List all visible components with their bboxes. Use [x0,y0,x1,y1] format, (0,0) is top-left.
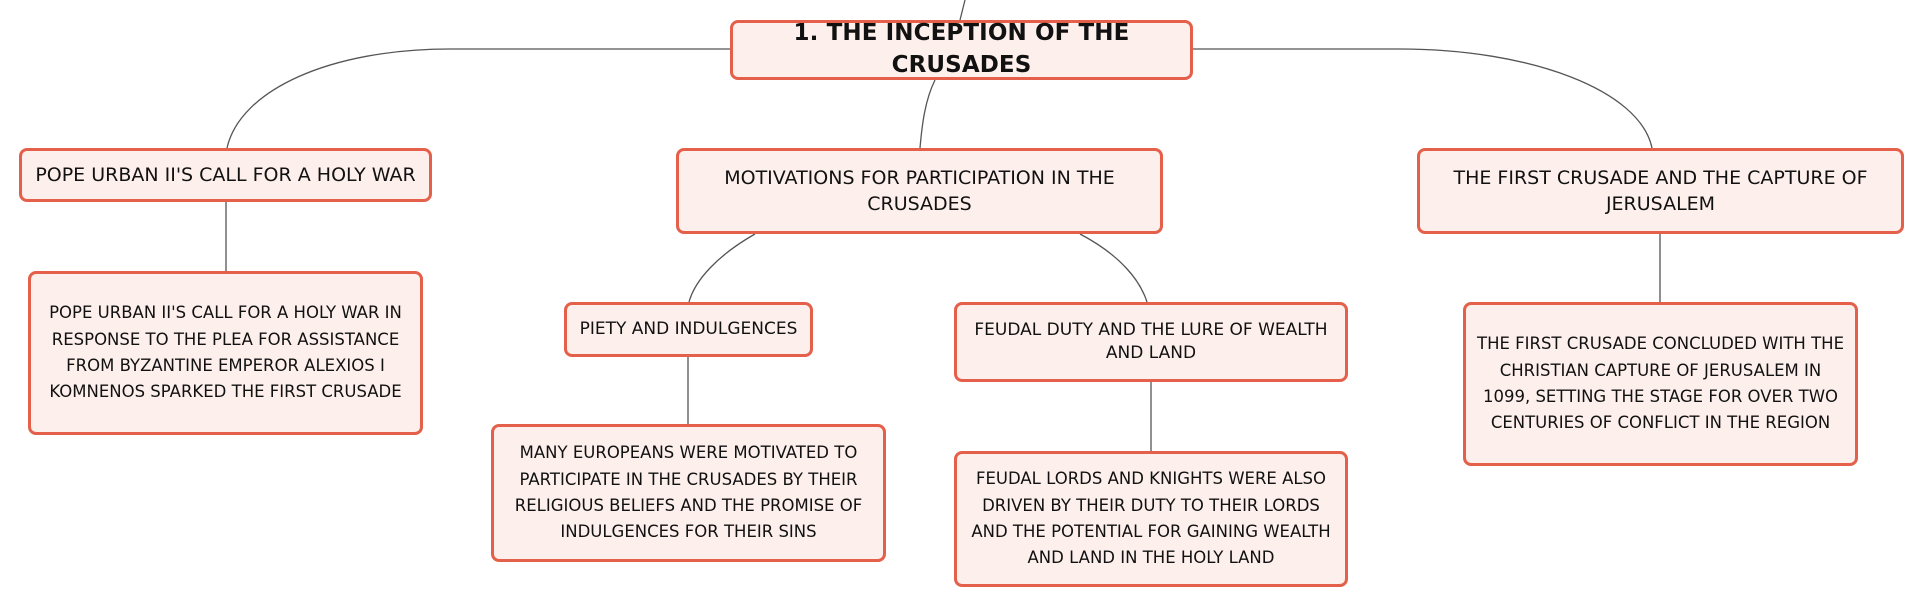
connector-root-to-pope [226,48,730,149]
connector-root-to-motivations [919,79,936,149]
topic-first-crusade[interactable]: THE FIRST CRUSADE AND THE CAPTURE OF JER… [1417,148,1904,234]
subtopic-piety-indulgences[interactable]: PIETY AND INDULGENCES [564,302,813,357]
detail-text: FEUDAL LORDS AND KNIGHTS WERE ALSO DRIVE… [971,469,1331,568]
connector-motivations-to-piety [688,233,756,303]
connector-root-to-first-crusade [1193,48,1653,149]
subtopic-label: FEUDAL DUTY AND THE LURE OF WEALTH AND L… [974,319,1328,363]
detail-feudal-duty[interactable]: FEUDAL LORDS AND KNIGHTS WERE ALSO DRIVE… [954,451,1348,587]
detail-piety-indulgences[interactable]: MANY EUROPEANS WERE MOTIVATED TO PARTICI… [491,424,886,562]
root-node-label: 1. THE INCEPTION OF THE CRUSADES [793,20,1130,78]
topic-label: MOTIVATIONS FOR PARTICIPATION IN THE CRU… [724,166,1115,215]
detail-text: MANY EUROPEANS WERE MOTIVATED TO PARTICI… [514,443,863,542]
subtopic-label: PIETY AND INDULGENCES [579,318,798,339]
subtopic-feudal-duty[interactable]: FEUDAL DUTY AND THE LURE OF WEALTH AND L… [954,302,1348,382]
topic-pope-urban-call[interactable]: POPE URBAN II'S CALL FOR A HOLY WAR [19,148,432,202]
topic-label: POPE URBAN II'S CALL FOR A HOLY WAR [35,163,416,186]
connector-motivations-to-feudal [1079,233,1148,303]
topic-label: THE FIRST CRUSADE AND THE CAPTURE OF JER… [1453,166,1868,215]
detail-first-crusade[interactable]: THE FIRST CRUSADE CONCLUDED WITH THE CHR… [1463,302,1858,466]
detail-pope-urban-call[interactable]: POPE URBAN II'S CALL FOR A HOLY WAR IN R… [28,271,423,435]
detail-text: POPE URBAN II'S CALL FOR A HOLY WAR IN R… [49,303,402,402]
root-node[interactable]: 1. THE INCEPTION OF THE CRUSADES [730,20,1193,80]
topic-motivations[interactable]: MOTIVATIONS FOR PARTICIPATION IN THE CRU… [676,148,1163,234]
detail-text: THE FIRST CRUSADE CONCLUDED WITH THE CHR… [1476,334,1844,433]
connector-parent-to-root [959,0,966,21]
